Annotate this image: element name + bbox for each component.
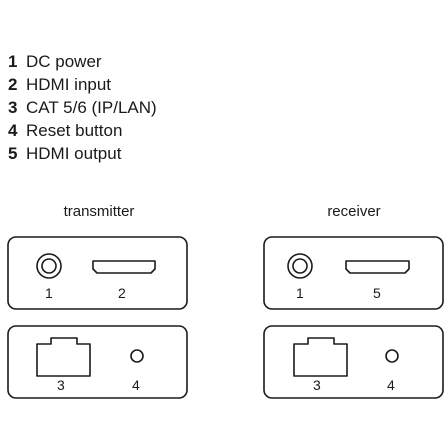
legend-item: 3 CAT 5/6 (IP/LAN) xyxy=(8,96,157,119)
transmitter-front-panel: 1 2 xyxy=(7,236,188,310)
rj45-port-icon xyxy=(36,337,91,377)
legend-label: HDMI output xyxy=(26,144,122,163)
dc-power-port-icon xyxy=(36,253,62,279)
legend-label: HDMI input xyxy=(26,75,112,94)
port-number-label: 5 xyxy=(373,285,381,301)
reset-button-icon xyxy=(130,349,144,363)
receiver-back-panel: 3 4 xyxy=(263,325,444,399)
dc-power-port-icon xyxy=(287,253,313,279)
port-number-label: 4 xyxy=(387,377,395,393)
legend-label: Reset button xyxy=(26,121,123,140)
legend-item: 2 HDMI input xyxy=(8,73,157,96)
legend-number: 2 xyxy=(8,75,18,94)
legend-number: 5 xyxy=(8,144,18,163)
legend-number: 3 xyxy=(8,98,18,117)
port-number-label: 2 xyxy=(118,285,126,301)
legend-number: 4 xyxy=(8,121,18,140)
legend-item: 4 Reset button xyxy=(8,119,157,142)
port-number-label: 4 xyxy=(132,377,140,393)
transmitter-back-panel: 3 4 xyxy=(7,325,188,399)
port-number-label: 1 xyxy=(45,285,53,301)
transmitter-title: transmitter xyxy=(63,203,135,220)
legend-label: CAT 5/6 (IP/LAN) xyxy=(26,98,157,117)
port-number-label: 1 xyxy=(296,285,304,301)
legend-number: 1 xyxy=(8,52,18,71)
reset-button-icon xyxy=(385,349,399,363)
legend-item: 1 DC power xyxy=(8,50,157,73)
hdmi-input-port-icon xyxy=(92,260,156,274)
port-number-label: 3 xyxy=(57,377,65,393)
rj45-port-icon xyxy=(293,337,348,377)
legend-label: DC power xyxy=(26,52,102,71)
legend-item: 5 HDMI output xyxy=(8,142,157,165)
port-number-label: 3 xyxy=(313,377,321,393)
receiver-title: receiver xyxy=(327,203,381,220)
receiver-front-panel: 1 5 xyxy=(263,236,444,310)
hdmi-output-port-icon xyxy=(345,260,410,274)
